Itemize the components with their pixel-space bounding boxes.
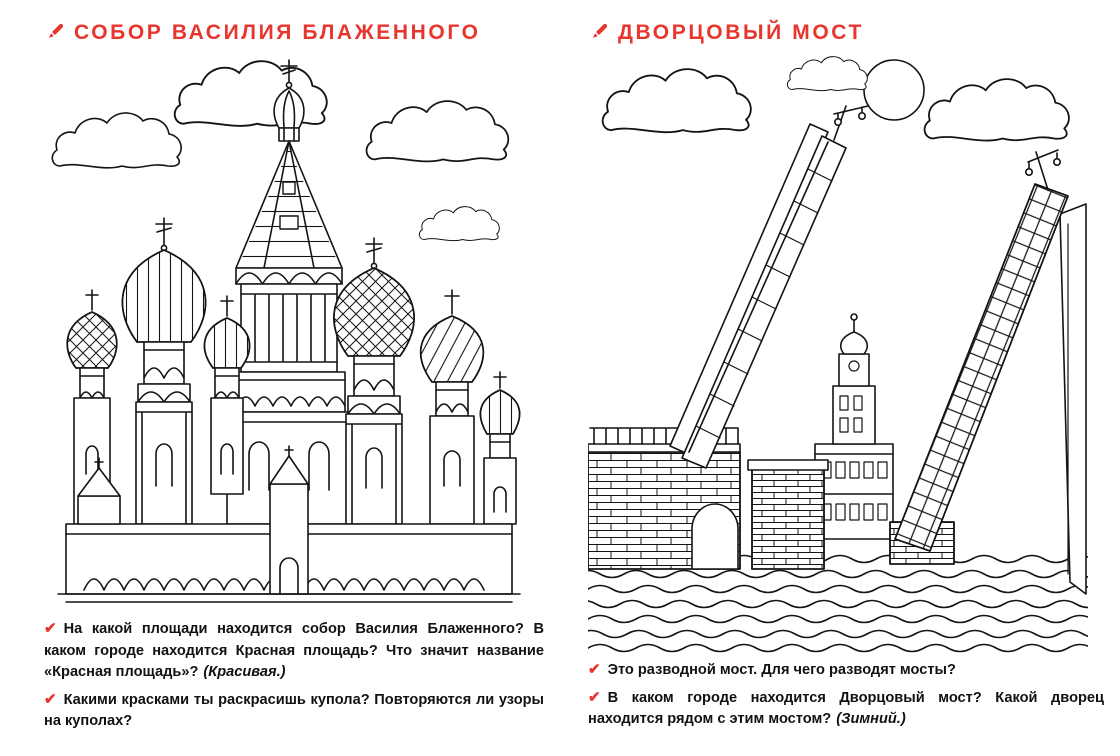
central-pier <box>747 459 829 570</box>
right-big-onion-tower <box>333 237 415 525</box>
sun-icon <box>863 59 925 121</box>
left-page-title: СОБОР ВАСИЛИЯ БЛАЖЕННОГО <box>74 21 481 44</box>
question-item: ✔ Это разводной мост. Для чего разводят м… <box>588 659 1104 682</box>
right-page: ДВОРЦОВЫЙ МОСТ <box>588 16 1104 736</box>
left-big-onion-tower <box>121 217 207 525</box>
question-text: Это разводной мост. Для чего разводят мо… <box>607 662 956 678</box>
left-approach-embankment <box>588 427 741 570</box>
right-bascule-leaf <box>889 149 1087 595</box>
sky <box>601 56 1070 142</box>
st-basils-drawing <box>51 59 521 603</box>
palace-bridge-illustration <box>588 54 1104 654</box>
lamp-post-icon <box>1024 149 1061 191</box>
check-icon: ✔ <box>44 620 57 637</box>
question-item: ✔В каком городе находится Дворцовый мост… <box>588 687 1104 731</box>
lamp-post-icon <box>833 105 869 141</box>
pencil-icon <box>588 21 608 46</box>
check-icon: ✔ <box>588 661 601 678</box>
question-text: На какой площади находится собор Василия… <box>44 621 544 681</box>
palace-bridge-drawing <box>588 56 1088 653</box>
right-mid-onion-tower <box>419 289 485 525</box>
central-tent-tower <box>226 59 352 525</box>
left-bascule-leaf <box>669 105 869 469</box>
st-basils-illustration <box>44 54 544 610</box>
question-answer: (Красивая.) <box>203 664 286 681</box>
check-icon: ✔ <box>588 688 601 706</box>
question-item: ✔Какими красками ты раскрасишь купола? П… <box>44 689 544 733</box>
left-page: СОБОР ВАСИЛИЯ БЛАЖЕННОГО <box>44 16 544 738</box>
background-building <box>814 313 894 540</box>
question-text: В каком городе находится Дворцовый мост?… <box>588 689 1104 728</box>
right-page-title: ДВОРЦОВЫЙ МОСТ <box>618 21 864 44</box>
cathedral-base <box>57 445 521 603</box>
check-icon: ✔ <box>44 690 57 708</box>
far-right-onion-tower <box>479 371 521 525</box>
right-title-row: ДВОРЦОВЫЙ МОСТ <box>588 16 1104 50</box>
left-title-row: СОБОР ВАСИЛИЯ БЛАЖЕННОГО <box>44 16 544 50</box>
left-small-onion-tower <box>203 295 251 495</box>
question-item: ✔На какой площади находится собор Васили… <box>44 618 544 684</box>
left-questions: ✔На какой площади находится собор Васили… <box>44 618 544 733</box>
question-text: Какими красками ты раскрасишь купола? По… <box>44 691 544 730</box>
pencil-icon <box>44 21 64 46</box>
question-answer: (Зимний.) <box>836 711 906 728</box>
water <box>588 554 1088 653</box>
right-questions: ✔ Это разводной мост. Для чего разводят м… <box>588 659 1104 731</box>
